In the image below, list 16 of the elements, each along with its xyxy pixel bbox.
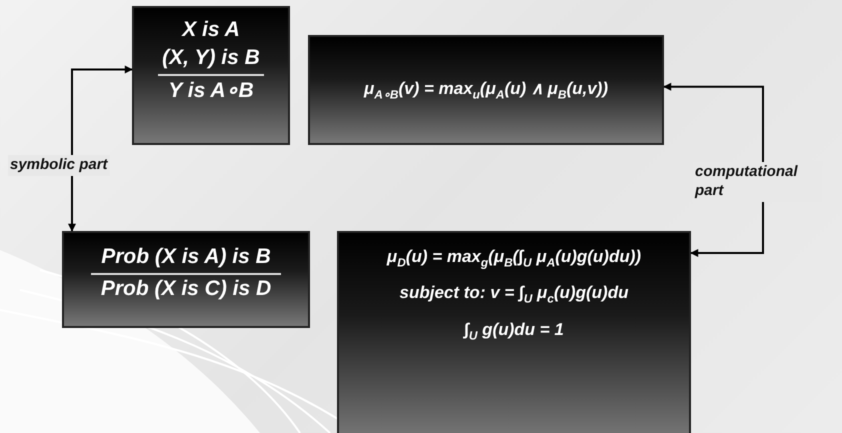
statement-box [132, 6, 290, 145]
statement-box [62, 231, 310, 328]
formula-text: μ$_{D}$(u) = max$_{g}$(μ$_{B}$(∫$_{U}$ μ$_{A}$(u)g(u)du)) [386, 247, 642, 270]
statement-text: Y is A∘B [158, 74, 264, 103]
connector-arrow [68, 66, 133, 232]
formula-box [308, 35, 664, 145]
connector-arrow [663, 82, 764, 257]
formula-text: ∫$_{U}$ g(u)du = 1 [464, 320, 564, 342]
statement-text: Prob (X is A) is B [101, 245, 271, 269]
edge-label: symbolic part [8, 155, 110, 176]
statement-text: Prob (X is C) is D [90, 273, 282, 301]
statement-text: (X, Y) is B [162, 46, 260, 70]
statement-text: X is A [182, 18, 240, 42]
formula-box [337, 231, 691, 433]
formula-text: subject to: v = ∫$_{U}$ μ$_{c}$(u)g(u)du [400, 283, 628, 306]
formula-text: μ$_{A∘B}$(v) = max$_{u}$(μ$_{A}$(u) ∧ μ$_{B}$(u,v)) [364, 78, 608, 102]
